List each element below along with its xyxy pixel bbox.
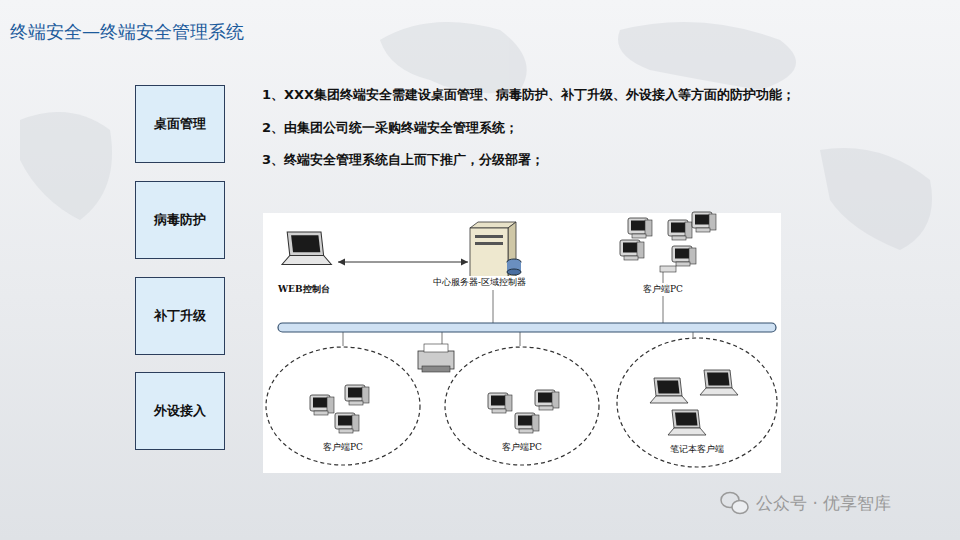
group-label: 客户端PC xyxy=(502,441,542,454)
function-box: 外设接入 xyxy=(135,372,225,450)
diagram-shape xyxy=(338,259,468,266)
diagram-shape xyxy=(422,366,450,372)
client-pc-cluster xyxy=(620,212,716,272)
watermark: 公众号 · 优享智库 xyxy=(756,492,891,515)
box-label: 外设接入 xyxy=(154,402,206,420)
function-box: 补丁升级 xyxy=(135,277,225,355)
diagram-shape xyxy=(345,385,369,405)
diagram-shape xyxy=(618,22,796,90)
client-group: 客户端PC xyxy=(444,346,600,466)
diagram-shape xyxy=(700,370,738,395)
diagram-shape xyxy=(488,393,512,413)
requirement-note: 1、XXX集团终端安全需建设桌面管理、病毒防护、补丁升级、外设接入等方面的防护功… xyxy=(262,86,795,104)
diagram-shape xyxy=(535,390,559,410)
function-box: 桌面管理 xyxy=(135,85,225,163)
diagram-shape xyxy=(692,212,716,232)
diagram-shape xyxy=(282,232,331,265)
box-label: 病毒防护 xyxy=(154,211,206,229)
diagram-shape xyxy=(663,272,664,324)
diagram-shape xyxy=(820,148,932,250)
diagram-shape xyxy=(520,332,521,346)
diagram-shape xyxy=(343,272,693,346)
printer-icon xyxy=(418,344,454,372)
pc-group-1 xyxy=(310,385,369,433)
diagram-shape xyxy=(335,413,359,433)
diagram-shape xyxy=(693,332,694,337)
diagram-shape xyxy=(732,501,748,514)
device-label: 中心服务器-区域控制器 xyxy=(432,276,527,289)
group-label: 客户端PC xyxy=(323,441,363,454)
requirement-note: 2、由集团公司统一采购终端安全管理系统； xyxy=(262,119,518,137)
diagram-shape xyxy=(310,395,334,415)
device-label: 客户端PC xyxy=(642,283,684,296)
diagram-shape xyxy=(20,112,112,220)
client-group: 客户端PC xyxy=(265,346,421,466)
laptop-group xyxy=(650,370,738,435)
page-title: 终端安全—终端安全管理系统 xyxy=(10,20,244,44)
ellipse-outline xyxy=(445,347,599,465)
network-bus xyxy=(278,323,776,332)
diagram-shape xyxy=(628,218,652,238)
diagram-shape xyxy=(424,344,448,352)
ellipse-outline xyxy=(266,347,420,465)
diagram-shape xyxy=(672,246,696,266)
diagram-shape xyxy=(650,378,688,403)
diagram-shape xyxy=(515,413,539,433)
box-label: 桌面管理 xyxy=(154,115,206,133)
diagram-shape xyxy=(475,242,503,245)
box-label: 补丁升级 xyxy=(154,307,206,325)
pc-group-2 xyxy=(488,390,559,433)
diagram-shape xyxy=(263,213,781,473)
diagram-shape xyxy=(442,332,443,345)
group-label: 笔记本客户端 xyxy=(670,443,724,456)
diagram-shape xyxy=(620,240,644,260)
diagram-shape xyxy=(343,332,344,346)
diagram-shape xyxy=(380,22,527,93)
client-group: 笔记本客户端 xyxy=(616,337,778,468)
function-box: 病毒防护 xyxy=(135,181,225,259)
diagram-shape xyxy=(668,410,706,435)
diagram-shape xyxy=(660,266,676,272)
ellipse-outline xyxy=(617,338,777,467)
diagram-shape xyxy=(475,235,503,238)
link xyxy=(338,262,468,263)
watermark-icon xyxy=(721,493,748,514)
network-panel xyxy=(263,212,781,473)
diagram-shape xyxy=(668,220,692,240)
web-console-laptop xyxy=(282,232,331,265)
diagram-shape xyxy=(493,290,494,324)
device-label: WEB控制台 xyxy=(277,283,331,296)
requirement-note: 3、终端安全管理系统自上而下推广，分级部署； xyxy=(262,151,544,169)
diagram-shape xyxy=(507,269,521,275)
